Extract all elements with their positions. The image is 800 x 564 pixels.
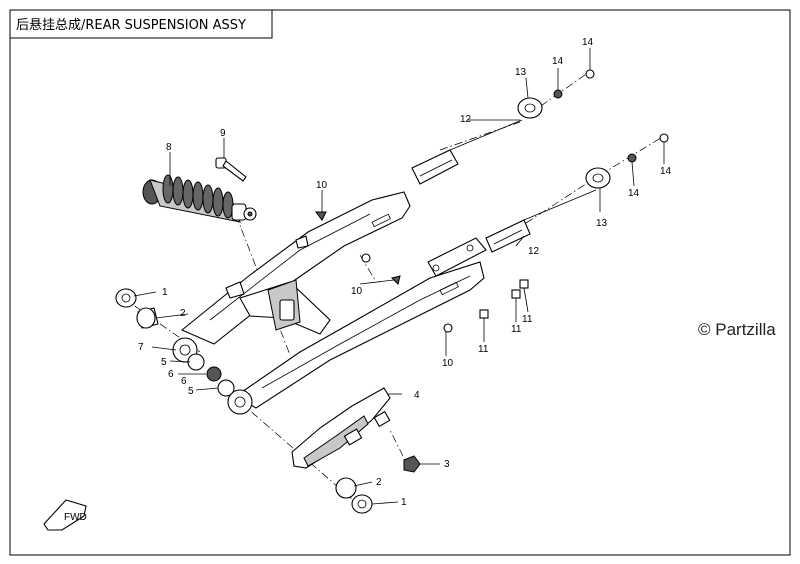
callout-11: 11 [478,344,489,355]
callout-10: 10 [351,286,363,297]
callout-13: 13 [515,67,527,78]
callout-5: 5 [161,357,167,368]
callout-8: 8 [166,142,172,153]
nuts [553,69,669,163]
callout-numbers: 1 1 2 2 3 4 5 5 6 6 7 8 9 10 10 10 11 11… [138,37,672,508]
leader-lines [133,48,665,505]
chain-adjuster-plates [411,119,597,253]
rear-shock-absorber [142,174,257,223]
title-tab [10,10,273,39]
callout-14: 14 [628,188,640,199]
fittings [315,211,529,333]
shock-bolt [215,157,247,182]
fwd-label: FWD [64,512,87,523]
callout-4: 4 [414,390,420,401]
callout-1: 1 [401,497,407,508]
callout-3: 3 [444,459,450,470]
diagram-title: 后悬挂总成/REAR SUSPENSION ASSY [16,18,246,33]
callout-14: 14 [582,37,594,48]
swing-arm [172,191,487,415]
callout-2: 2 [180,308,186,319]
callout-11: 11 [511,324,522,335]
diagram-border [9,9,791,556]
fwd-arrow: FWD [43,499,87,531]
callout-10: 10 [316,180,328,191]
callout-14: 14 [552,56,564,67]
callout-6: 6 [181,376,187,387]
adjuster-caps [517,97,611,189]
callout-10: 10 [442,358,454,369]
callout-1: 1 [162,287,168,298]
callout-11: 11 [522,314,533,325]
callout-12: 12 [528,246,540,257]
callout-14: 14 [660,166,672,177]
callout-6: 6 [168,369,174,380]
callout-9: 9 [220,128,226,139]
chain-guide [291,387,391,469]
callout-12: 12 [460,114,472,125]
callout-7: 7 [138,342,144,353]
assembly-lines [121,69,665,507]
watermark-text: © Partzilla [698,320,776,339]
callout-2: 2 [376,477,382,488]
callout-13: 13 [596,218,608,229]
callout-5: 5 [188,386,194,397]
bushings-and-spacers [115,288,421,514]
